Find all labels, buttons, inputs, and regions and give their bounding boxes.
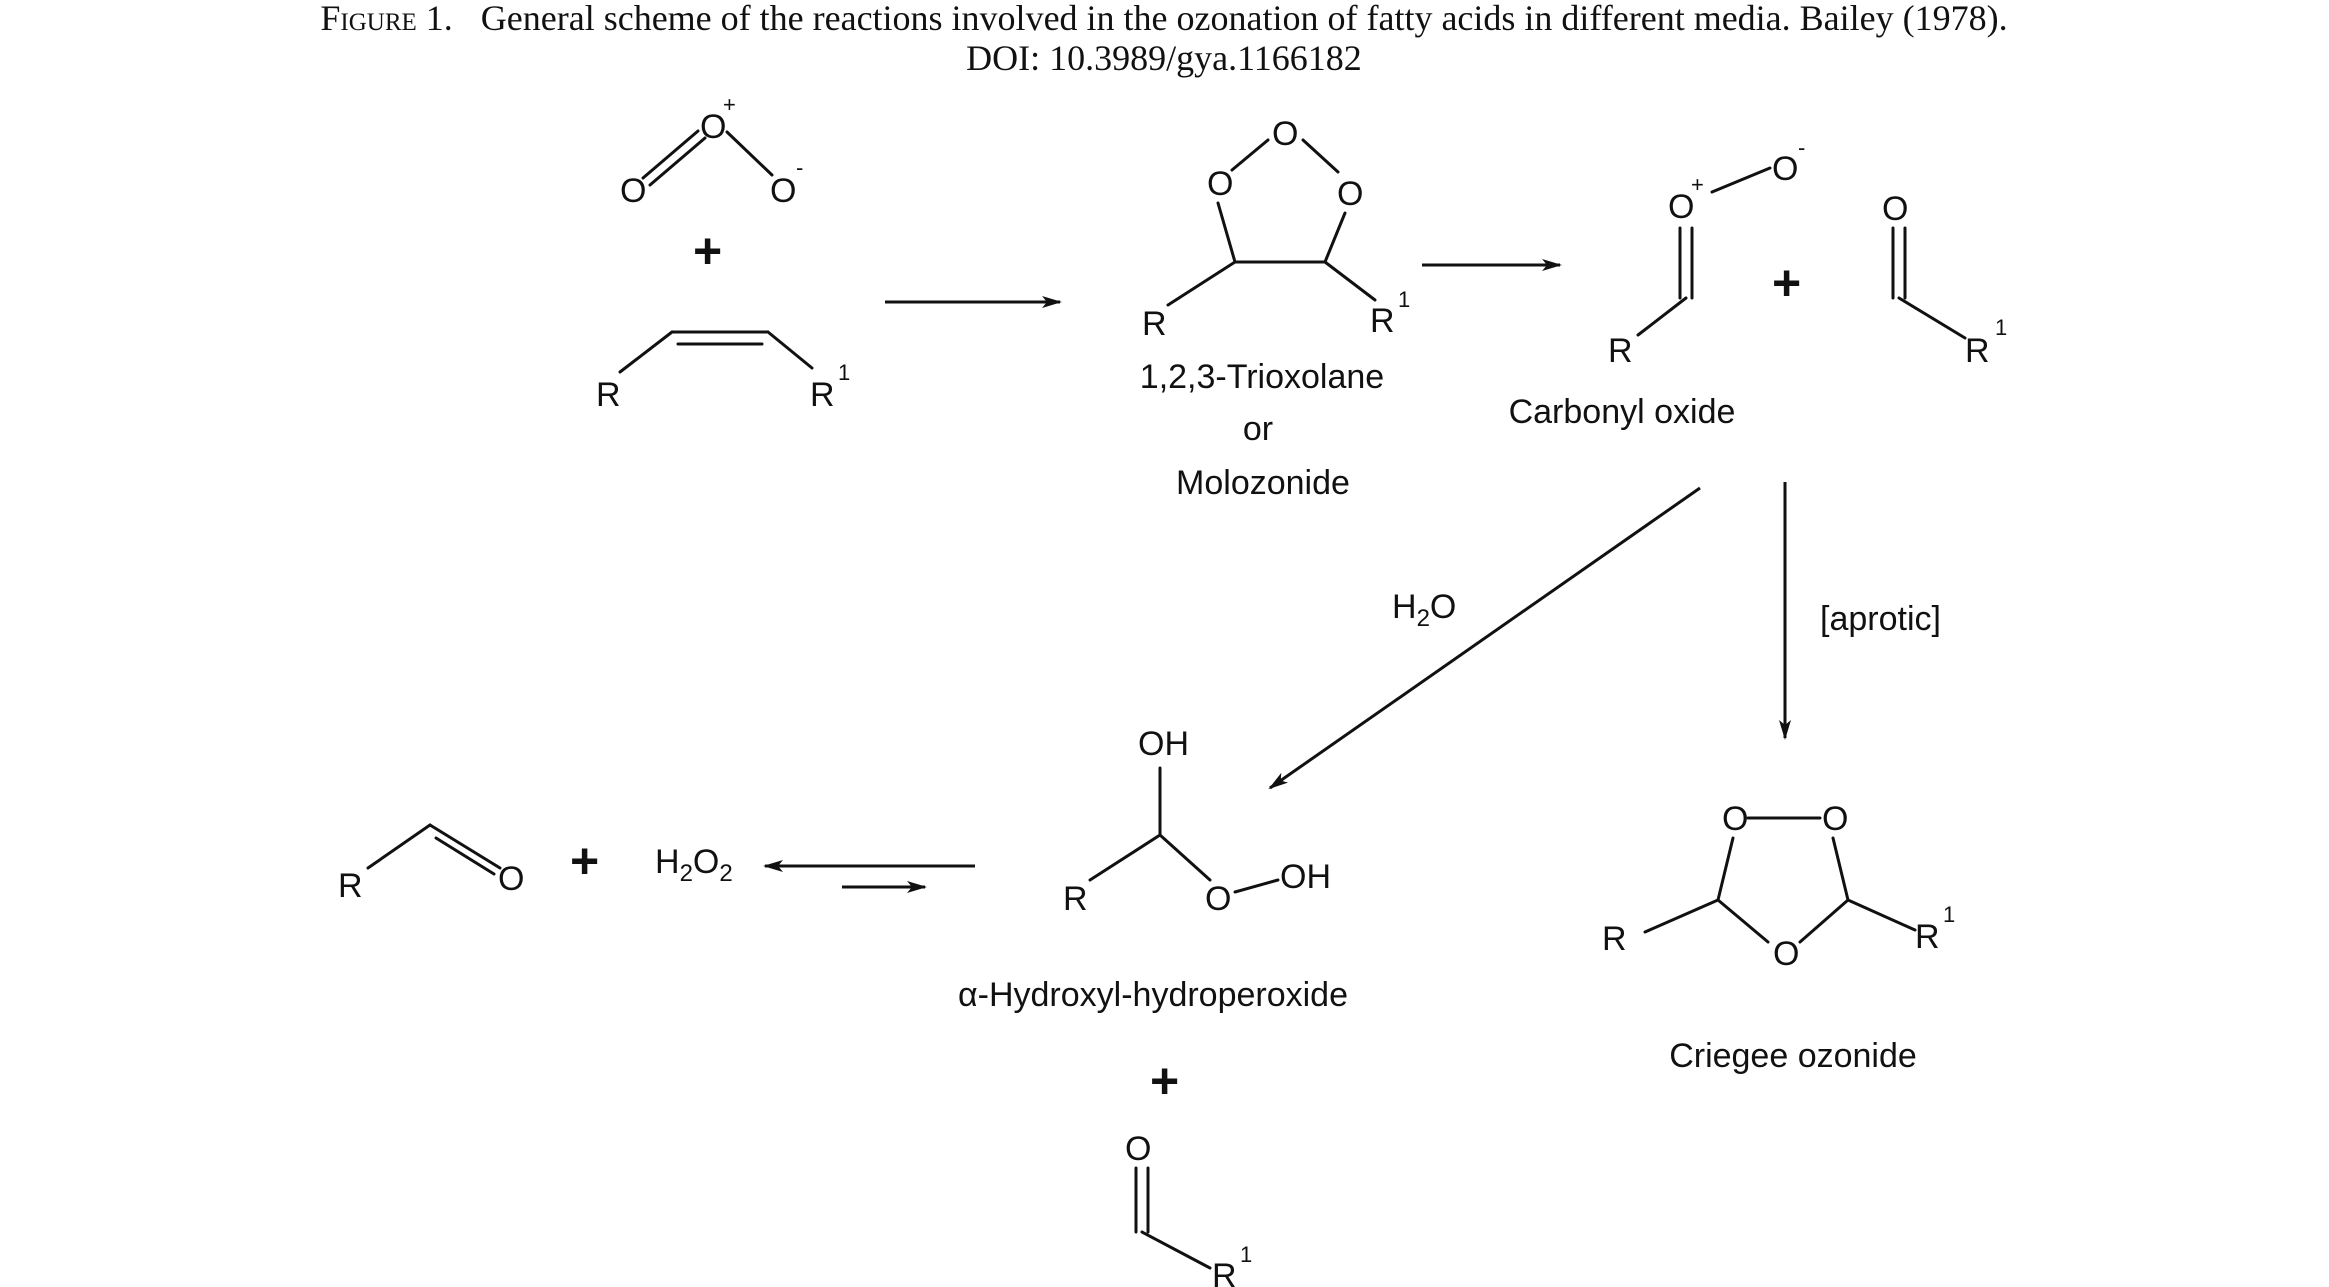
svg-text:R: R <box>1142 305 1167 343</box>
svg-text:O: O <box>1882 190 1908 228</box>
svg-text:OH: OH <box>1280 858 1331 896</box>
water-pathway-arrow <box>1268 486 1701 790</box>
hydrogen-peroxide: H2O2 <box>655 843 733 887</box>
svg-text:-: - <box>1798 135 1805 160</box>
caption-text: General scheme of the reactions involved… <box>481 0 2008 38</box>
svg-text:R: R <box>1602 920 1627 958</box>
svg-text:+: + <box>1691 172 1704 197</box>
svg-text:R: R <box>810 376 835 414</box>
svg-text:R: R <box>1915 918 1940 956</box>
plus-sign: + <box>693 223 722 279</box>
aldehyde-molecule: O R 1 <box>1882 190 2007 370</box>
svg-text:OH: OH <box>1138 725 1189 763</box>
trioxolane-molecule: O O O R R 1 <box>1142 115 1410 343</box>
svg-text:1: 1 <box>1943 902 1955 927</box>
svg-text:O: O <box>1773 935 1799 973</box>
svg-text:R: R <box>596 376 621 414</box>
aldehyde-left-molecule: R O <box>338 823 524 905</box>
svg-text:R: R <box>1608 332 1633 370</box>
alkene-molecule: R R 1 <box>596 330 850 414</box>
svg-text:O: O <box>1822 800 1848 838</box>
carbonyl-oxide-label: Carbonyl oxide <box>1509 393 1736 431</box>
svg-text:O: O <box>1272 115 1298 153</box>
svg-text:O: O <box>1207 165 1233 203</box>
figure-label: Figure 1. <box>320 0 452 38</box>
svg-text:R: R <box>338 867 363 905</box>
figure-doi: DOI: 10.3989/gya.1166182 <box>966 38 1362 78</box>
svg-text:R: R <box>1063 880 1088 918</box>
plus-sign: + <box>1150 1053 1179 1109</box>
aldehyde-bottom-molecule: O R 1 <box>1125 1130 1252 1287</box>
trioxolane-or-label: or <box>1243 410 1273 448</box>
hydroxyl-hydroperoxide-label: α-Hydroxyl-hydroperoxide <box>958 976 1348 1014</box>
svg-text:1: 1 <box>1995 315 2007 340</box>
svg-text:R: R <box>1212 1257 1237 1287</box>
criegee-ozonide-molecule: O O O R R 1 <box>1602 800 1955 973</box>
svg-text:O: O <box>1722 800 1748 838</box>
svg-text:O: O <box>770 172 796 210</box>
svg-text:O: O <box>1205 880 1231 918</box>
plus-sign: + <box>570 833 599 889</box>
water-condition: H2O <box>1392 588 1456 632</box>
plus-sign: + <box>1772 255 1801 311</box>
hydroxyl-hydroperoxide-molecule: OH R O OH <box>1063 725 1331 918</box>
svg-text:R: R <box>1965 332 1990 370</box>
trioxolane-label: 1,2,3-Trioxolane <box>1140 358 1384 396</box>
svg-text:-: - <box>796 155 803 180</box>
svg-text:+: + <box>723 92 736 117</box>
svg-text:O: O <box>1772 150 1798 188</box>
figure-caption: Figure 1. General scheme of the reactions… <box>320 0 2007 38</box>
aprotic-condition: [aprotic] <box>1820 600 1941 638</box>
criegee-ozonide-label: Criegee ozonide <box>1669 1037 1917 1075</box>
svg-text:O: O <box>1125 1130 1151 1168</box>
svg-text:1: 1 <box>1240 1242 1252 1267</box>
svg-text:O: O <box>1337 175 1363 213</box>
carbonyl-oxide-molecule: O + O - R <box>1608 135 1805 370</box>
svg-text:R: R <box>1370 302 1395 340</box>
molozonide-label: Molozonide <box>1176 464 1350 502</box>
svg-text:1: 1 <box>1398 287 1410 312</box>
svg-text:O: O <box>498 860 524 898</box>
svg-text:O: O <box>1668 188 1694 226</box>
ozone-molecule: O + O O - <box>620 92 803 210</box>
svg-text:1: 1 <box>838 360 850 385</box>
